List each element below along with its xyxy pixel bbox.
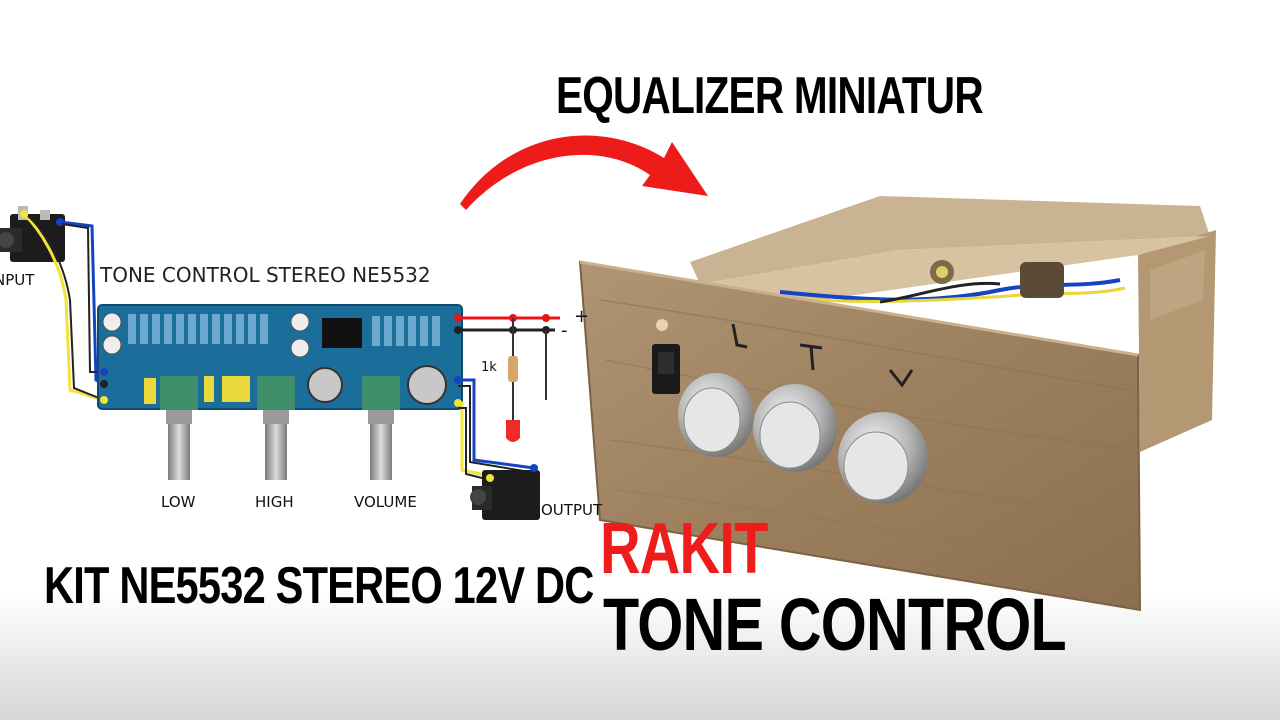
panel-letter-t xyxy=(799,343,823,371)
kit-label: KIT NE5532 STEREO 12V DC xyxy=(44,557,594,615)
output-jack xyxy=(470,464,540,520)
circuit-diagram xyxy=(0,206,560,520)
headline-title: EQUALIZER MINIATUR xyxy=(556,67,984,125)
output-label: OUTPUT xyxy=(541,501,603,519)
tone-control-label: TONE CONTROL xyxy=(603,583,1067,666)
ne5532-chip xyxy=(322,318,362,348)
knob-low xyxy=(678,373,754,457)
board-title: TONE CONTROL STEREO NE5532 xyxy=(100,263,431,287)
resistor-label: 1k xyxy=(481,360,497,375)
panel-letter-l xyxy=(731,323,748,349)
knob-high xyxy=(753,384,837,472)
bottom-gradient xyxy=(0,590,1280,720)
led xyxy=(506,420,520,442)
knob-volume xyxy=(838,412,928,504)
knob-label-low: LOW xyxy=(161,493,196,511)
minus-sign: - xyxy=(561,320,568,341)
resistor-1k xyxy=(508,356,518,382)
panel-letter-v xyxy=(888,369,914,388)
wooden-box xyxy=(578,196,1216,612)
input-label: NPUT xyxy=(0,271,35,289)
rakit-label: RAKIT xyxy=(600,509,768,589)
knob-label-volume: VOLUME xyxy=(354,493,417,511)
red-arrow xyxy=(460,135,708,210)
plus-sign: + xyxy=(574,306,590,327)
knob-label-high: HIGH xyxy=(255,493,294,511)
